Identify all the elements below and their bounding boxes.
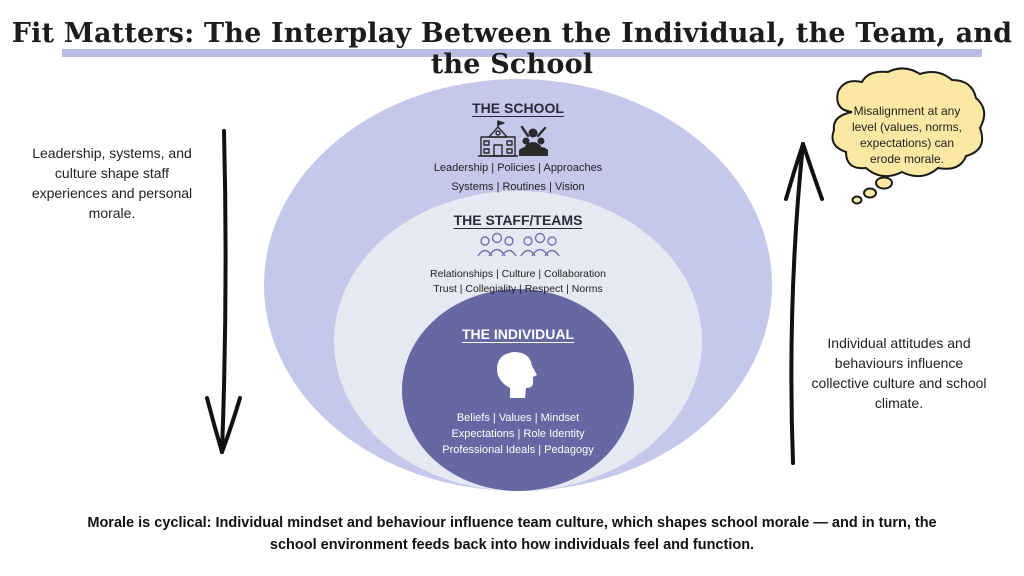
left-down-arrow	[205, 129, 242, 454]
title-container: Fit Matters: The Interplay Between the I…	[0, 18, 1024, 80]
staff-line-1: Relationships | Culture | Collaboration	[430, 268, 606, 280]
individual-line-2: Expectations | Role Identity	[451, 428, 585, 440]
school-building-icon	[478, 120, 518, 157]
thought-bubble	[831, 67, 986, 205]
individual-line-3: Professional Ideals | Pedagogy	[442, 444, 594, 456]
head-profile-icon	[497, 352, 537, 398]
right-note: Individual attitudes and behaviours infl…	[811, 335, 987, 411]
school-line-1: Leadership | Policies | Approaches	[433, 162, 603, 174]
school-line-2: Systems | Routines | Vision	[451, 181, 585, 193]
page-title: Fit Matters: The Interplay Between the I…	[11, 18, 1013, 80]
staff-line-2: Trust | Collegiality | Respect | Norms	[433, 283, 603, 295]
staff-title: THE STAFF/TEAMS	[453, 212, 583, 228]
individual-line-1: Beliefs | Values | Mindset	[456, 412, 580, 424]
title-underline	[62, 49, 982, 57]
team-group-icon	[520, 232, 560, 257]
team-group-icon	[477, 232, 517, 257]
school-title: THE SCHOOL	[472, 100, 564, 116]
people-group-icon	[519, 125, 548, 156]
right-up-arrow	[784, 142, 824, 465]
thought-bubble-text: Misalignment at any level (values, norms…	[851, 104, 963, 166]
left-note: Leadership, systems, and culture shape s…	[31, 145, 193, 221]
bottom-note: Morale is cyclical: Individual mindset a…	[87, 515, 937, 553]
individual-title: THE INDIVIDUAL	[462, 326, 574, 342]
